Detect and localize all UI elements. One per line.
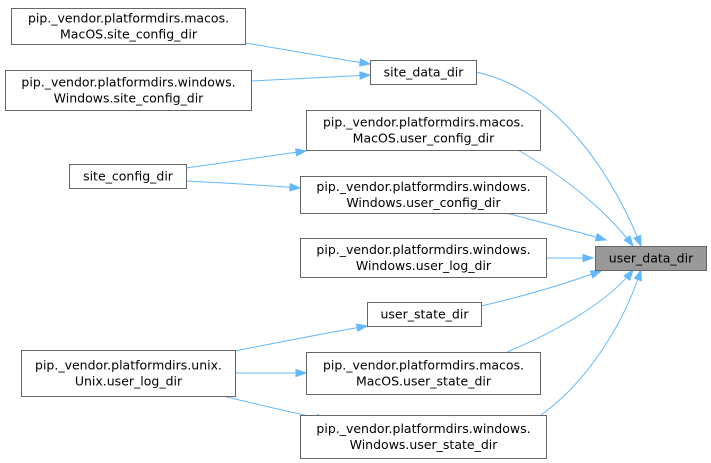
node-label-line: pip._vendor.platformdirs.macos.	[323, 114, 524, 129]
nodes-layer: pip._vendor.platformdirs.macos.MacOS.sit…	[5, 8, 707, 459]
arrowhead-icon	[358, 58, 372, 67]
node-label-line: Windows.site_config_dir	[54, 90, 205, 105]
node-box	[21, 350, 236, 397]
node-label-line: Windows.user_config_dir	[346, 195, 501, 210]
node-box	[370, 60, 477, 85]
arrowhead-icon	[623, 268, 634, 281]
node-unix-user-log-dir[interactable]: pip._vendor.platformdirs.unix.Unix.user_…	[21, 350, 236, 397]
node-label-line: Windows.user_state_dir	[350, 437, 499, 452]
arrowhead-icon	[295, 368, 308, 378]
arrowhead-icon	[582, 253, 595, 263]
node-label-line: MacOS.user_state_dir	[356, 373, 492, 388]
node-label-line: Windows.user_log_dir	[356, 258, 492, 273]
edge-windows_user_config_dir-to-user_data_dir	[505, 212, 608, 242]
node-label-line: pip._vendor.platformdirs.macos.	[323, 357, 524, 372]
arrowhead-icon	[594, 232, 608, 242]
edge-macos_site_config_dir-to-site_data_dir	[244, 42, 372, 67]
node-label-line: user_state_dir	[381, 306, 470, 321]
node-label-line: site_config_dir	[83, 168, 174, 183]
edge-line	[480, 270, 602, 307]
edge-line	[505, 212, 607, 241]
edge-site_config_dir-to-windows_user_config_dir	[185, 180, 302, 192]
node-user-state-dir[interactable]: user_state_dir	[367, 302, 482, 327]
node-label-line: pip._vendor.platformdirs.unix.	[35, 357, 222, 372]
node-box	[306, 352, 541, 395]
edge-windows_site_config_dir-to-site_data_dir	[250, 71, 372, 82]
arrowhead-icon	[633, 234, 642, 248]
node-label-line: pip._vendor.platformdirs.windows.	[316, 179, 530, 194]
edge-line	[506, 269, 634, 353]
node-macos-user-state-dir[interactable]: pip._vendor.platformdirs.macos.MacOS.use…	[306, 352, 541, 395]
arrowhead-icon	[289, 182, 302, 192]
arrowhead-icon	[623, 234, 634, 248]
edges-layer	[185, 42, 642, 422]
node-label-line: pip._vendor.platformdirs.macos.	[28, 10, 229, 25]
node-macos-user-config-dir[interactable]: pip._vendor.platformdirs.macos.MacOS.use…	[306, 110, 541, 151]
arrowhead-icon	[633, 268, 642, 282]
edge-macos_user_state_dir-to-user_data_dir	[506, 268, 634, 353]
node-windows-site-config-dir[interactable]: pip._vendor.platformdirs.windows.Windows…	[5, 70, 252, 111]
node-label-line: pip._vendor.platformdirs.windows.	[316, 242, 530, 257]
edge-windows_user_state_dir-to-user_data_dir	[540, 268, 642, 416]
node-box	[300, 238, 547, 278]
node-label-line: site_data_dir	[384, 64, 465, 79]
node-box	[306, 110, 541, 151]
node-box	[69, 164, 187, 189]
node-site-data-dir[interactable]: site_data_dir	[370, 60, 477, 85]
edge-site_data_dir-to-user_data_dir	[475, 71, 642, 248]
node-label-line: MacOS.site_config_dir	[60, 26, 198, 41]
node-label-line: pip._vendor.platformdirs.windows.	[21, 74, 235, 89]
edge-unix_user_log_dir-to-macos_user_state_dir	[235, 368, 308, 378]
node-site-config-dir[interactable]: site_config_dir	[69, 164, 187, 189]
edge-unix_user_log_dir-to-user_state_dir	[234, 323, 369, 352]
node-windows-user-config-dir[interactable]: pip._vendor.platformdirs.windows.Windows…	[300, 176, 547, 214]
edge-line	[185, 150, 307, 169]
arrowhead-icon	[295, 148, 308, 157]
node-label-line: Unix.user_log_dir	[75, 373, 183, 388]
edge-site_config_dir-to-macos_user_config_dir	[185, 148, 308, 169]
node-windows-user-state-dir[interactable]: pip._vendor.platformdirs.windows.Windows…	[300, 415, 547, 459]
node-box	[300, 415, 547, 459]
edge-line	[234, 325, 368, 352]
node-box	[367, 302, 482, 327]
node-box	[595, 246, 707, 271]
arrowhead-icon	[589, 270, 603, 279]
arrowhead-icon	[359, 71, 372, 80]
edge-line	[517, 149, 634, 247]
edge-line	[250, 74, 371, 82]
arrowhead-icon	[355, 323, 369, 333]
node-label-line: pip._vendor.platformdirs.windows.	[316, 421, 530, 436]
edge-line	[540, 269, 642, 416]
edge-windows_user_log_dir-to-user_data_dir	[546, 253, 595, 263]
node-windows-user-log-dir[interactable]: pip._vendor.platformdirs.windows.Windows…	[300, 238, 547, 278]
node-box	[300, 176, 547, 214]
node-box	[5, 70, 252, 111]
edge-line	[475, 71, 642, 247]
node-label-line: user_data_dir	[609, 250, 694, 265]
node-label-line: MacOS.user_config_dir	[353, 130, 495, 145]
node-user-data-dir[interactable]: user_data_dir	[595, 246, 707, 271]
node-macos-site-config-dir[interactable]: pip._vendor.platformdirs.macos.MacOS.sit…	[11, 8, 246, 45]
edge-macos_user_config_dir-to-user_data_dir	[517, 149, 634, 248]
edge-line	[244, 42, 371, 65]
edge-line	[185, 180, 301, 189]
node-box	[11, 8, 246, 45]
